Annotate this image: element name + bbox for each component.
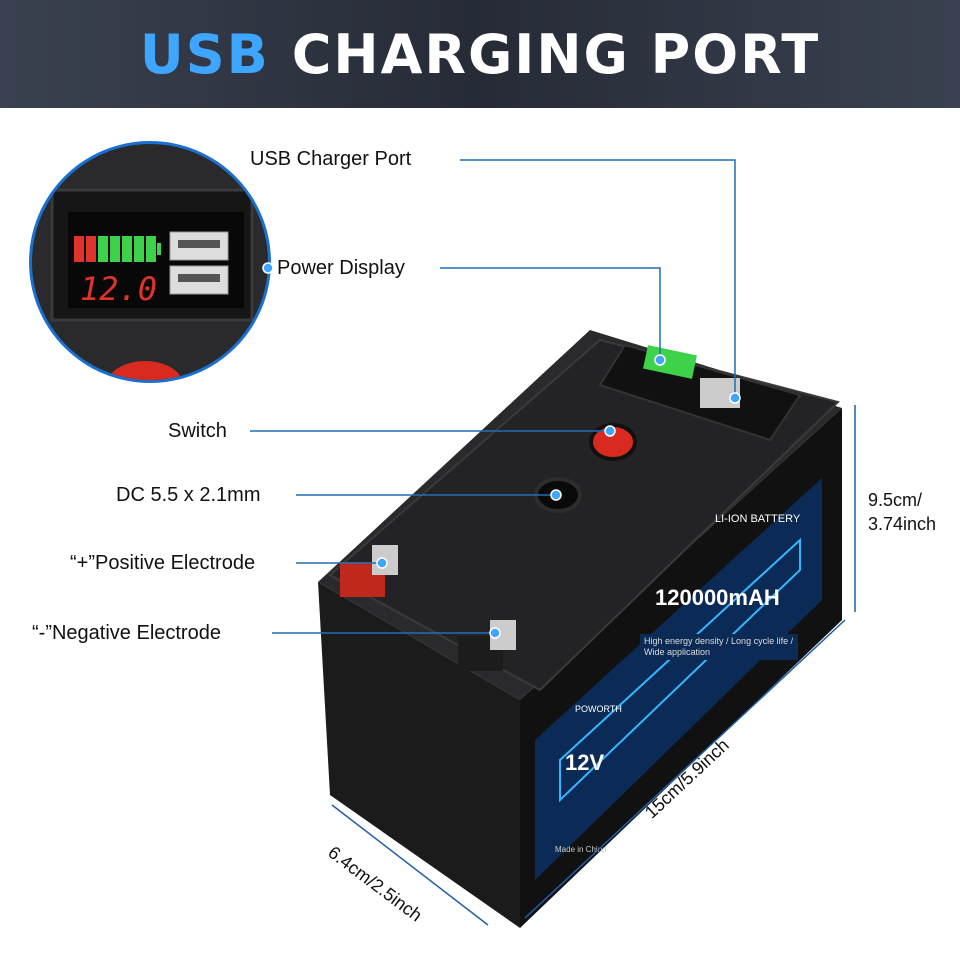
label-voltage: 12V xyxy=(565,750,604,775)
label-origin: Made in China xyxy=(555,845,607,854)
label-tagline: High energy density / Long cycle life / … xyxy=(640,634,798,660)
battery-level-bars-icon xyxy=(74,236,161,262)
label-brand: POWORTH xyxy=(575,704,622,714)
inset-voltage-readout: 12.0 xyxy=(80,270,157,308)
inset-zoom-circle: 12.0 xyxy=(29,141,271,383)
callout-dots xyxy=(262,262,741,639)
title-main: CHARGING PORT xyxy=(291,22,821,86)
switch-icon xyxy=(107,361,183,380)
usb-port-icon xyxy=(169,231,229,295)
callout-switch: Switch xyxy=(168,420,227,442)
title-accent: USB xyxy=(139,22,270,86)
battery-label xyxy=(535,478,822,880)
dimension-height-line1: 9.5cm/ xyxy=(868,490,923,510)
callout-power-display: Power Display xyxy=(277,257,405,279)
label-type: LI-ION BATTERY xyxy=(715,513,801,525)
label-capacity: 120000mAH xyxy=(655,585,780,610)
dimension-height-line2: 3.74inch xyxy=(868,514,937,534)
dimension-lines xyxy=(331,405,856,926)
callout-usb-charger-port: USB Charger Port xyxy=(250,148,412,170)
battery: LI-ION BATTERY 120000mAH POWORTH 12V Mad… xyxy=(318,330,842,928)
page-header: USB CHARGING PORT xyxy=(0,0,960,108)
callout-negative-electrode: “-”Negative Electrode xyxy=(32,622,221,644)
dimension-height: 9.5cm/ 3.74inch xyxy=(868,488,936,536)
callout-dc-port: DC 5.5 x 2.1mm xyxy=(116,484,261,506)
callout-positive-electrode: “+”Positive Electrode xyxy=(70,552,256,574)
power-switch[interactable] xyxy=(589,423,637,461)
callout-lines xyxy=(250,159,736,634)
